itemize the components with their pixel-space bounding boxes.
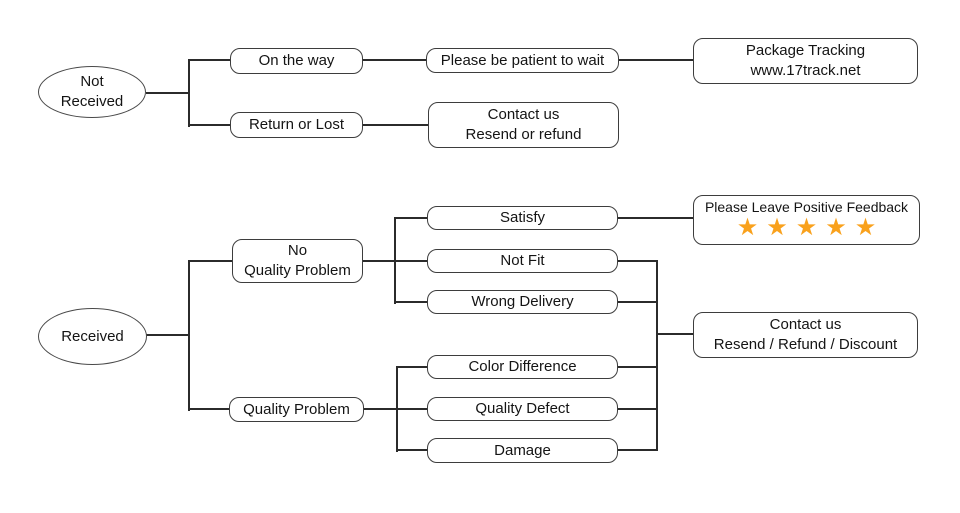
node-satisfy: Satisfy	[427, 206, 618, 230]
connector-line	[657, 333, 694, 335]
node-contact-resend-refund: Contact us Resend or refund	[428, 102, 619, 148]
connector-line	[362, 260, 396, 262]
connector-line	[146, 92, 190, 94]
connector-line	[618, 59, 694, 61]
connector-line	[617, 449, 658, 451]
connector-line	[397, 408, 428, 410]
node-please-be-patient: Please be patient to wait	[426, 48, 619, 73]
node-return-or-lost: Return or Lost	[230, 112, 363, 138]
node-package-tracking: Package Tracking www.17track.net	[693, 38, 918, 84]
connector-line	[617, 217, 694, 219]
connector-line	[189, 260, 233, 262]
node-on-the-way: On the way	[230, 48, 363, 74]
connector-line	[656, 260, 658, 451]
connector-line	[362, 124, 429, 126]
connector-line	[397, 366, 428, 368]
connector-line	[395, 217, 428, 219]
node-damage: Damage	[427, 438, 618, 463]
node-no-quality-problem: No Quality Problem	[232, 239, 363, 283]
node-not-fit: Not Fit	[427, 249, 618, 273]
connector-line	[188, 59, 190, 127]
connector-line	[363, 408, 397, 410]
node-wrong-delivery: Wrong Delivery	[427, 290, 618, 314]
connector-line	[617, 260, 658, 262]
connector-line	[362, 59, 427, 61]
five-star-rating-icon: ★★★★★	[736, 214, 885, 242]
connector-line	[189, 59, 231, 61]
start-node-not-received: Not Received	[38, 66, 146, 118]
connector-line	[189, 124, 231, 126]
node-quality-problem: Quality Problem	[229, 397, 364, 422]
connector-line	[617, 408, 658, 410]
node-contact-resend-refund-discount: Contact us Resend / Refund / Discount	[693, 312, 918, 358]
connector-line	[397, 449, 428, 451]
node-quality-defect: Quality Defect	[427, 397, 618, 421]
start-node-received: Received	[38, 308, 147, 365]
connector-line	[188, 260, 190, 411]
connector-line	[146, 334, 189, 336]
positive-feedback-label: Please Leave Positive Feedback	[704, 199, 909, 215]
node-positive-feedback: Please Leave Positive Feedback ★★★★★	[693, 195, 920, 245]
node-color-difference: Color Difference	[427, 355, 618, 379]
connector-line	[617, 301, 658, 303]
connector-line	[617, 366, 658, 368]
connector-line	[395, 301, 428, 303]
connector-line	[189, 408, 230, 410]
connector-line	[395, 260, 428, 262]
